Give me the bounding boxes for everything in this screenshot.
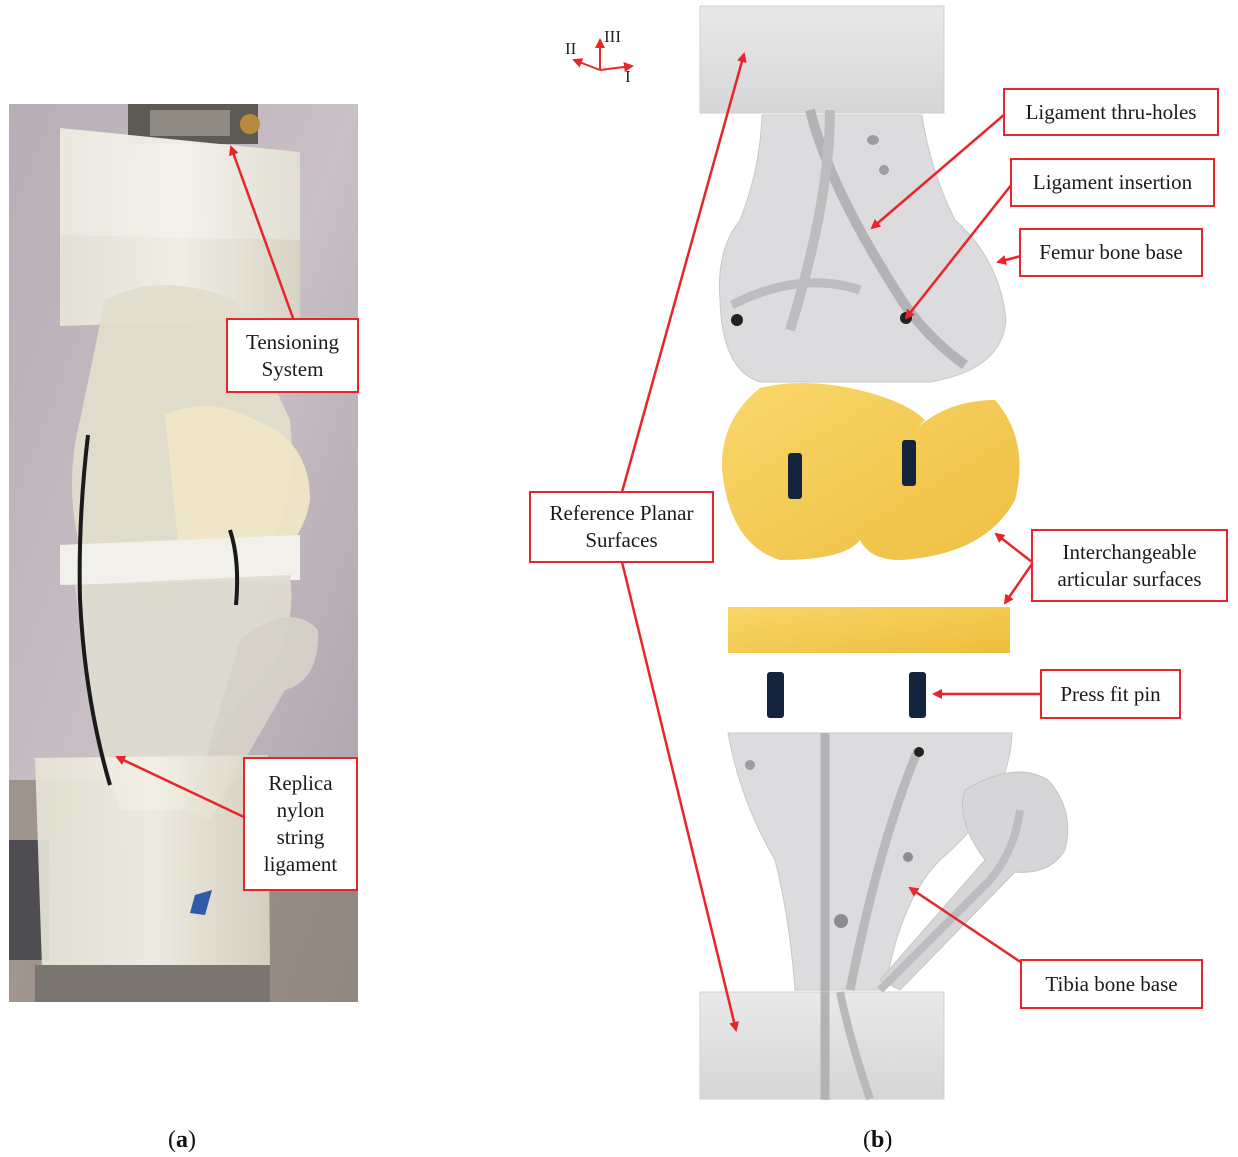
- label-interchangeable-surfaces: Interchangeable articular surfaces: [1031, 529, 1228, 602]
- tibia-bone-base: [728, 733, 1012, 990]
- label-femur-bone-base: Femur bone base: [1019, 228, 1203, 277]
- arrow-reference-bottom: [622, 562, 736, 1030]
- label-tensioning-system: Tensioning System: [226, 318, 359, 393]
- press-fit-slot-right: [902, 440, 916, 486]
- axis-label-3: III: [604, 27, 621, 47]
- femur-bone-base: [719, 115, 1006, 382]
- axis-label-1: I: [625, 67, 631, 87]
- label-tibia-bone-base: Tibia bone base: [1020, 959, 1203, 1009]
- caption-b-letter: b: [871, 1127, 884, 1153]
- caption-b: (b): [863, 1127, 892, 1154]
- femoral-component: [722, 383, 1020, 560]
- press-fit-pin-left: [767, 672, 784, 718]
- label-replica-ligament: Replica nylon string ligament: [243, 757, 358, 891]
- arrow-interchangeable-lower: [1005, 564, 1032, 603]
- axis-triad: [574, 40, 632, 70]
- label-ligament-insertion: Ligament insertion: [1010, 158, 1215, 207]
- arrow-interchangeable-upper: [996, 534, 1032, 562]
- press-fit-pin-right: [909, 672, 926, 718]
- caption-a-letter: a: [176, 1127, 188, 1153]
- arrow-femur: [998, 256, 1021, 262]
- label-press-fit-pin: Press fit pin: [1040, 669, 1181, 719]
- caption-a: (a): [168, 1127, 196, 1154]
- top-reference-block: [700, 6, 944, 113]
- press-fit-slot-left: [788, 453, 802, 499]
- axis-label-2: II: [565, 39, 576, 59]
- tibial-insert: [728, 607, 1010, 653]
- label-ligament-thru-holes: Ligament thru-holes: [1003, 88, 1219, 136]
- label-reference-planar-surfaces: Reference Planar Surfaces: [529, 491, 714, 563]
